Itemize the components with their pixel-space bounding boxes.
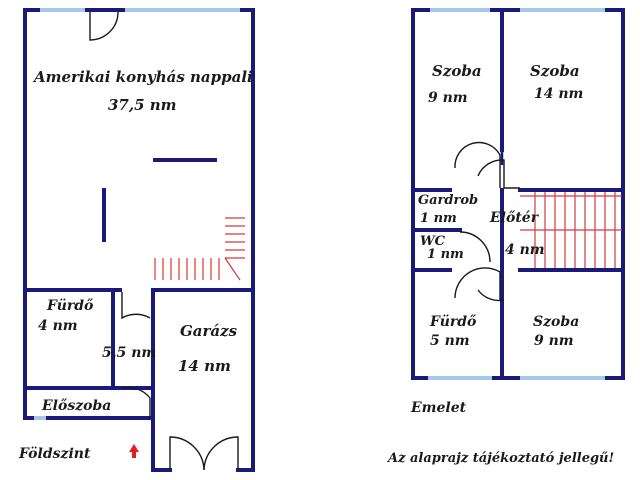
door — [169, 436, 205, 471]
room-top-right-area: 14 nm — [534, 86, 583, 102]
wc-name: WC — [420, 234, 446, 249]
door — [477, 159, 520, 189]
upper-bathroom-name: Fürdő — [429, 314, 477, 330]
garage-name: Garázs — [180, 322, 238, 340]
ground-bathroom-area: 4 nm — [38, 318, 78, 334]
entrance-name: Előszoba — [41, 398, 111, 414]
stairs — [154, 217, 245, 281]
door — [121, 292, 151, 320]
garage-wall — [151, 288, 255, 472]
upper-floor-caption: Emelet — [410, 400, 467, 416]
room-top-left-area: 9 nm — [428, 90, 468, 106]
entrance-arrow-icon — [129, 444, 139, 458]
door — [454, 267, 501, 300]
wc-area: 1 nm — [427, 247, 464, 262]
wardrobe-name: Gardrob — [418, 193, 478, 208]
landing-area: 4 nm — [505, 242, 545, 258]
garage-area: 14 nm — [178, 357, 231, 375]
door — [89, 11, 119, 41]
room-divider — [411, 8, 625, 380]
upper-stairs — [520, 192, 622, 268]
wardrobe-area: 1 nm — [420, 211, 457, 226]
room-bottom-right-name: Szoba — [533, 314, 579, 330]
room-top-left-name: Szoba — [432, 62, 482, 80]
bathroom-wall — [23, 288, 122, 390]
upper-floor-plan — [411, 8, 625, 380]
ground-floor-plan — [23, 8, 255, 472]
ground-floor-caption: Földszint — [18, 446, 91, 462]
door — [203, 436, 239, 471]
door — [459, 231, 491, 263]
door — [121, 386, 151, 418]
landing-name: Előtér — [489, 210, 540, 226]
living-room-name: Amerikai konyhás nappali — [32, 68, 253, 86]
door — [454, 141, 501, 188]
upper-bathroom-area: 5 nm — [430, 333, 470, 349]
upper-outer-wall — [411, 8, 625, 380]
room-bottom-right-area: 9 nm — [534, 333, 574, 349]
ground-bathroom-name: Fürdő — [46, 298, 94, 314]
door — [477, 289, 505, 302]
living-room-area: 37,5 nm — [108, 96, 177, 114]
room-top-right-name: Szoba — [530, 62, 580, 80]
disclaimer-note: Az alaprajz tájékoztató jellegű! — [386, 451, 614, 466]
hall-area: 5,5 nm — [102, 345, 156, 361]
